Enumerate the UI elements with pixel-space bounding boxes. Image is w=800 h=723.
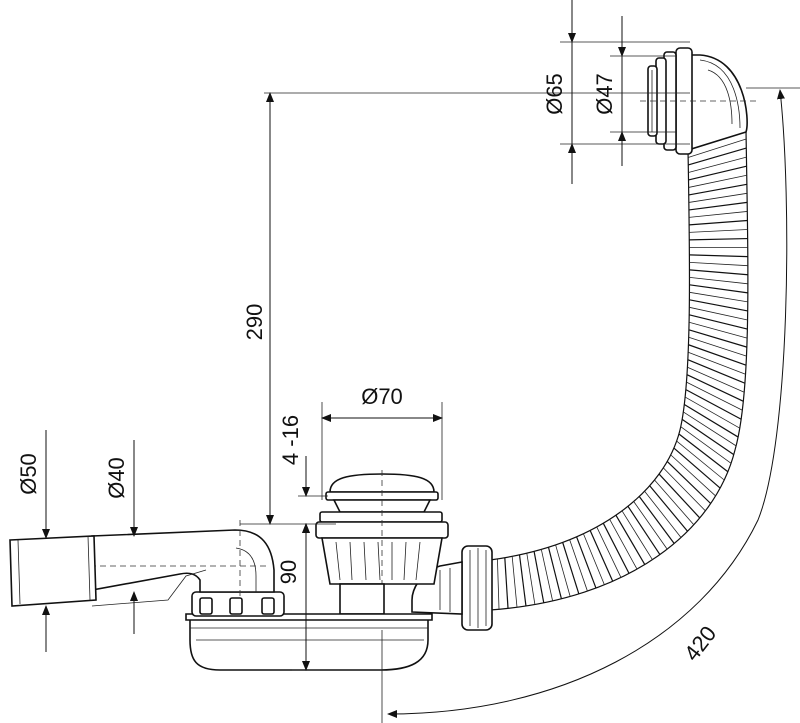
hose-rib: [526, 553, 536, 605]
hose-rib: [658, 473, 701, 519]
dimension-lines: [42, 0, 800, 723]
hose-rib: [518, 554, 527, 607]
hose-rib: [689, 269, 748, 276]
hose-rib: [627, 505, 661, 555]
hose-rib: [562, 542, 580, 595]
hose-rib: [497, 558, 500, 610]
hose-rib: [689, 219, 748, 226]
hose-rib: [633, 501, 668, 550]
dim-label-overflow-outer: Ø65: [542, 73, 567, 115]
hose-rib: [689, 237, 748, 241]
hose-rib: [583, 533, 605, 585]
overflow-head: [640, 47, 760, 155]
hose-rib: [511, 556, 518, 608]
trap-nut: [191, 591, 285, 617]
hose-rib: [575, 536, 597, 589]
hose-rib: [569, 539, 588, 592]
hose-rib: [688, 156, 747, 173]
hose-rib: [689, 211, 748, 218]
hose-rib: [689, 254, 748, 258]
hose-rib: [663, 467, 706, 512]
dim-label-length: 420: [679, 621, 721, 665]
hose-rib: [666, 461, 712, 504]
hose-rib: [689, 229, 748, 233]
dim-label-outlet-outer: Ø50: [16, 453, 41, 495]
hose-rib: [688, 336, 747, 357]
hose-rib: [589, 530, 614, 582]
hose-rib: [688, 192, 748, 203]
hose-rib: [676, 440, 725, 481]
hose-rib: [670, 454, 716, 497]
hose-rib: [689, 261, 748, 267]
hose-rib: [673, 447, 721, 489]
hose-rib: [689, 291, 748, 303]
hose-rib: [533, 551, 545, 603]
hose-rib: [681, 418, 735, 456]
hose-rib: [689, 284, 748, 294]
hose-rib: [684, 396, 741, 429]
hose-rib: [688, 329, 748, 348]
dim-label-outlet-inner: Ø40: [104, 457, 129, 499]
dim-label-overflow-inner: Ø47: [592, 73, 617, 115]
dim-label-plug: Ø70: [361, 384, 403, 409]
hose-rib: [689, 276, 748, 285]
hose-rib: [688, 165, 747, 181]
hose-rib: [654, 479, 695, 525]
hose-rib: [649, 485, 688, 532]
hose-rib: [688, 147, 747, 166]
hose-rib: [555, 544, 571, 597]
hose-rib: [644, 490, 682, 538]
flexible-hose: [489, 129, 749, 611]
hose-rib: [688, 201, 748, 211]
hose-rib: [504, 557, 509, 609]
dim-label-height: 290: [242, 304, 267, 341]
hose-rib: [678, 433, 729, 473]
hose-rib: [689, 314, 748, 330]
hose-rib: [680, 426, 732, 464]
hose-rib: [688, 321, 748, 339]
dim-label-trap-height: 90: [276, 560, 301, 584]
hose-rib: [685, 389, 742, 420]
hose-rib: [688, 344, 747, 366]
hose-rib: [684, 404, 739, 438]
outlet-pipe: [9, 520, 275, 607]
hose-rib: [638, 496, 675, 544]
dim-label-clearance: 4 -16: [278, 415, 303, 465]
hose-rib: [683, 411, 737, 447]
